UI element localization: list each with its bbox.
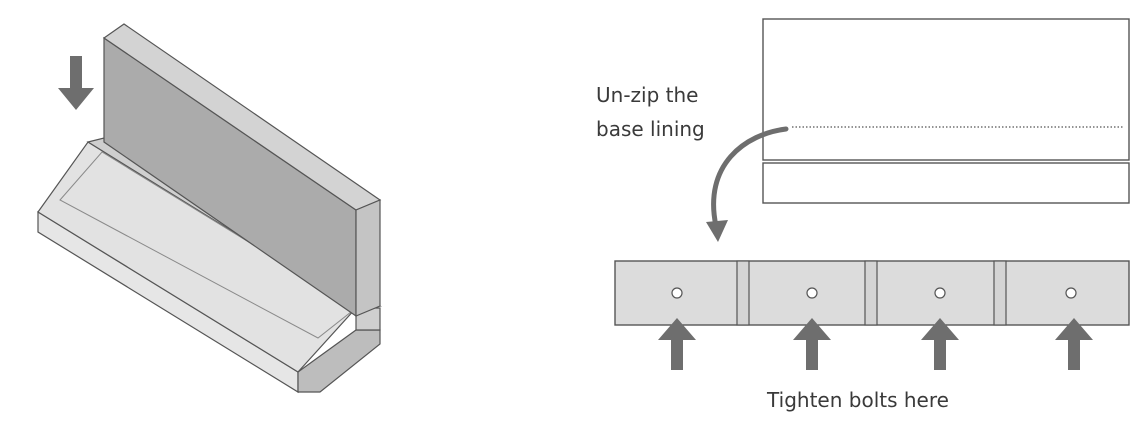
barrier-isometric <box>37 23 382 394</box>
bolt-hole-icon <box>1065 287 1077 299</box>
arrow-up-icon <box>921 318 959 370</box>
bag-upper-panel <box>762 18 1130 161</box>
unzip-label-line2: base lining <box>596 117 705 141</box>
panel-seam-1 <box>736 260 750 326</box>
bolt-hole-icon <box>806 287 818 299</box>
panel-seam-2 <box>864 260 878 326</box>
bolt-hole-icon <box>671 287 683 299</box>
bag-lower-panel <box>762 162 1130 204</box>
tighten-bolts-label: Tighten bolts here <box>766 388 949 412</box>
base-panels <box>614 260 1130 370</box>
arrow-up-icon <box>658 318 696 370</box>
curved-arrow-icon <box>706 126 789 242</box>
panel-seam-3 <box>993 260 1007 326</box>
wall-right-face <box>355 199 381 317</box>
bolt-hole-icon <box>934 287 946 299</box>
arrow-up-icon <box>793 318 831 370</box>
unzip-label-line1: Un-zip the <box>596 83 698 107</box>
lining-bag <box>762 18 1130 204</box>
arrow-down-icon <box>58 56 94 110</box>
arrow-up-icon <box>1055 318 1093 370</box>
